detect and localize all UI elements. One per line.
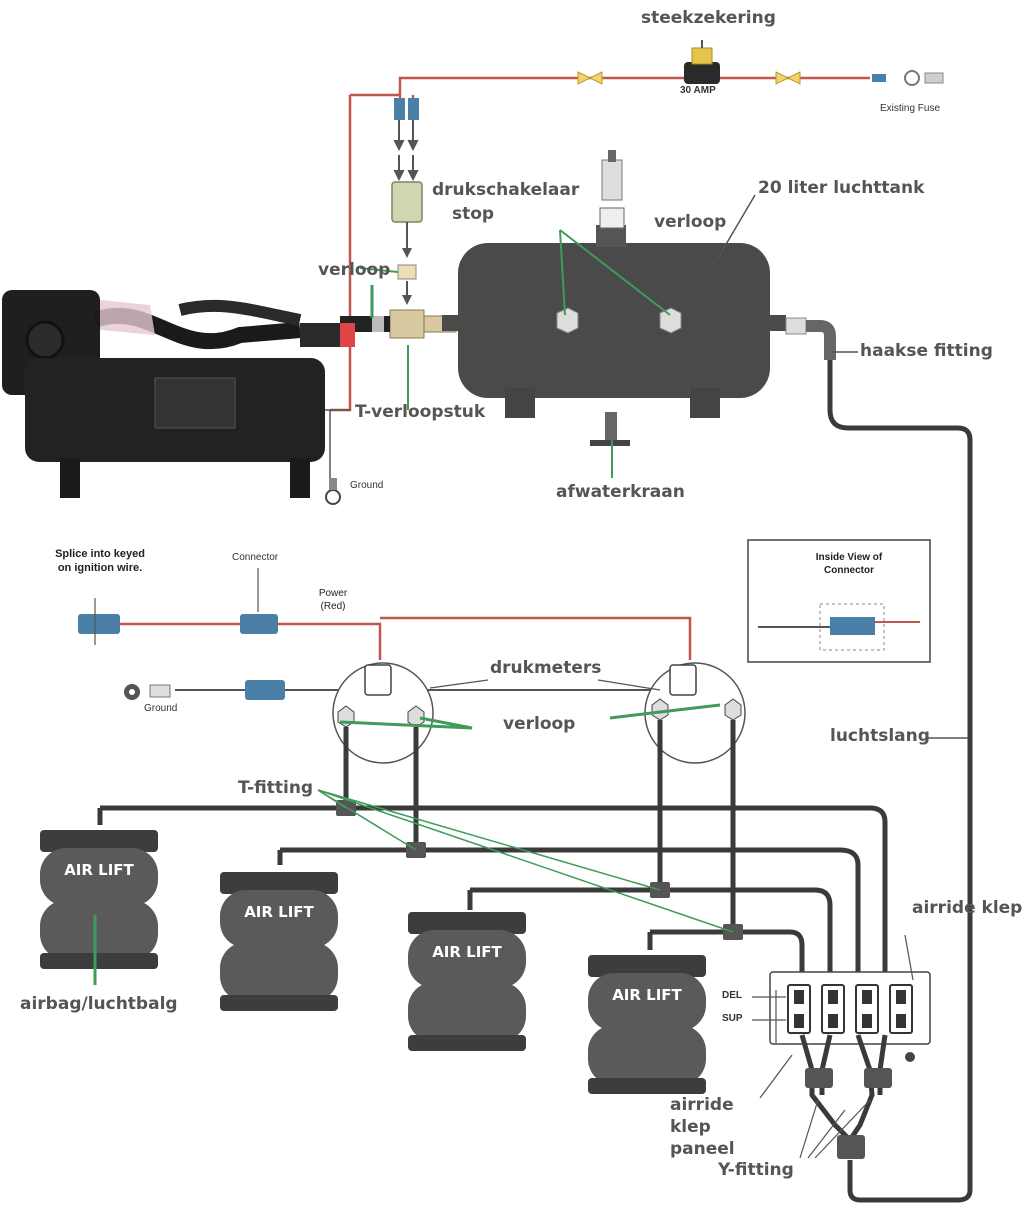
main-air-hose [827,360,973,1203]
label-afwaterkraan: afwaterkraan [556,482,685,502]
tank-leader [717,194,756,259]
label-sup: SUP [722,1013,743,1024]
label-luchtslang: luchtslang [830,726,930,746]
air-lift-logo-4: AIR LIFT [612,986,682,1004]
label-connector: Connector [232,552,279,563]
air-tank-icon [442,150,786,446]
y-fitting-leaders [759,1054,871,1159]
label-inside-view: Inside View of Connector [815,552,883,576]
connector-icon [78,614,285,700]
label-haakse-fitting: haakse fitting [860,341,993,361]
haakse-fitting [785,317,836,360]
compressor-icon [2,290,355,498]
label-steekzekering: steekzekering [641,8,776,28]
ground-bottom-icon [124,684,171,700]
t-fitting-top [340,309,457,339]
y-fitting-icon [799,1034,892,1159]
fuse-connector-left [577,71,603,85]
label-y-fitting: Y-fitting [718,1160,794,1180]
valve-panel-icon [752,934,931,1062]
t-fitting-leaders [317,789,734,933]
label-t-fitting: T-fitting [238,778,314,798]
label-airbag: airbag/luchtbalg [20,994,178,1014]
air-lift-logo-3: AIR LIFT [432,943,502,961]
bottom-wiring [120,616,692,691]
relay-switch-icon [391,181,423,305]
ground-icon [325,478,341,505]
label-power: Power (Red) [318,588,348,612]
air-lift-logo-1: AIR LIFT [64,861,134,879]
air-bag-icon-3: AIR LIFT [408,912,526,1051]
air-lift-logo-2: AIR LIFT [244,903,314,921]
gauge-icon-right [644,662,746,764]
fuse-icon [684,40,720,84]
bag-hoses [97,720,888,985]
label-drukschakelaar: drukschakelaar [432,180,580,200]
label-verloop-left: verloop [318,260,391,280]
verloop-leader-tank-a [559,229,566,316]
air-bag-icon-2: AIR LIFT [220,872,338,1011]
verloop-leader-gauge-right [609,703,721,720]
label-ground-bottom: Ground [144,703,178,714]
spade-connectors [393,98,419,182]
air-bag-icon: AIR LIFT [40,830,158,969]
label-airride-klep-paneel: airride klep paneel [670,1095,735,1160]
verloop-leader-tank-b [559,229,671,316]
label-del: DEL [722,990,742,1001]
inside-view-box [747,539,931,663]
existing-fuse-icon [872,70,944,86]
label-luchttank: 20 liter luchttank [758,178,925,198]
verloop-leader-gauge-left [339,716,473,730]
label-airride-klep: airride klep [912,898,1023,918]
label-verloop-gauges: verloop [503,714,576,734]
label-ground-top: Ground [350,480,384,491]
label-existing-fuse: Existing Fuse [880,103,941,114]
fuse-connector-right [775,71,801,85]
label-drukmeters: drukmeters [490,658,602,678]
air-bag-icon-4: AIR LIFT [588,955,706,1094]
label-verloop-tank: verloop [654,212,727,232]
compressor-wire-left [330,95,352,412]
t-fittings [336,800,743,940]
label-splice: Splice into keyed on ignition wire. [55,548,145,574]
gauge-icon [332,662,434,764]
label-30-amp: 30 AMP [680,85,716,96]
label-stop: stop [452,204,495,224]
label-t-verloopstuk: T-verloopstuk [355,402,486,422]
